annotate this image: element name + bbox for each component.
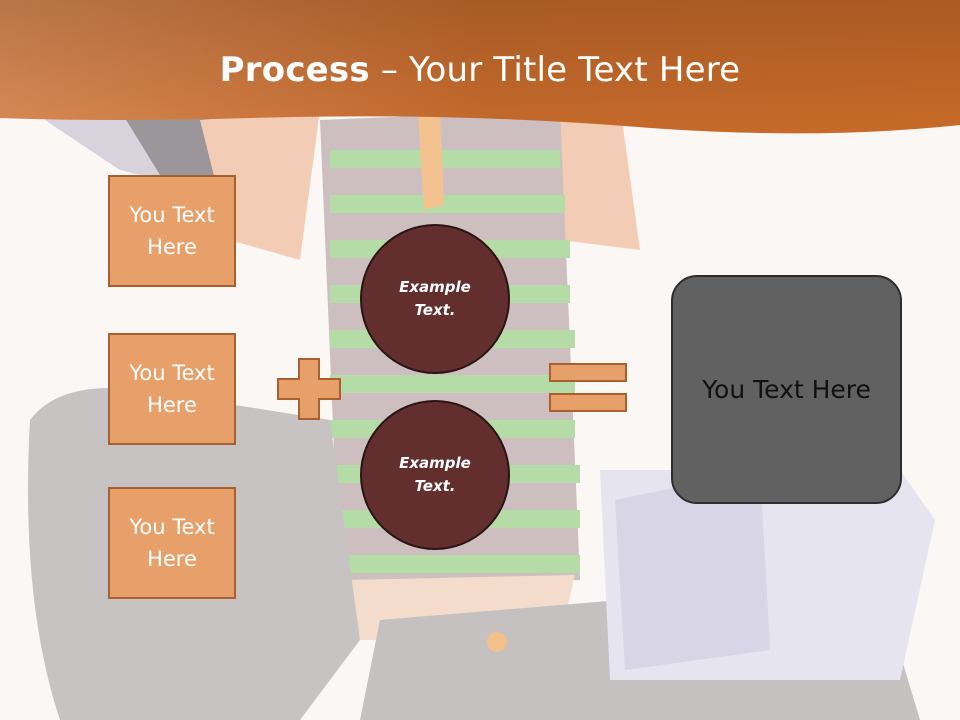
- text-box-1-line2: Here: [147, 235, 197, 259]
- result-label: You Text Here: [702, 375, 871, 404]
- text-box-2-line1: You Text: [129, 361, 215, 385]
- text-box-3-line1: You Text: [129, 515, 215, 539]
- circle-1-line1: Example: [399, 278, 471, 296]
- result-box[interactable]: You Text Here: [671, 275, 902, 504]
- text-box-3-line2: Here: [147, 547, 197, 571]
- circle-2-line2: Text.: [414, 477, 456, 495]
- title-dash: –: [369, 50, 410, 90]
- title-bold: Process: [219, 50, 370, 90]
- circle-1-line2: Text.: [414, 301, 456, 319]
- equals-icon-top-bar: [549, 363, 627, 382]
- slide-title: Process – Your Title Text Here: [0, 50, 960, 90]
- title-rest: Your Title Text Here: [409, 50, 741, 90]
- equals-icon-bottom-bar: [549, 393, 627, 412]
- text-box-1-line1: You Text: [129, 203, 215, 227]
- header-band: [0, 0, 960, 134]
- text-box-2-line2: Here: [147, 393, 197, 417]
- plus-icon: [277, 358, 341, 420]
- circle-2-line1: Example: [399, 454, 471, 472]
